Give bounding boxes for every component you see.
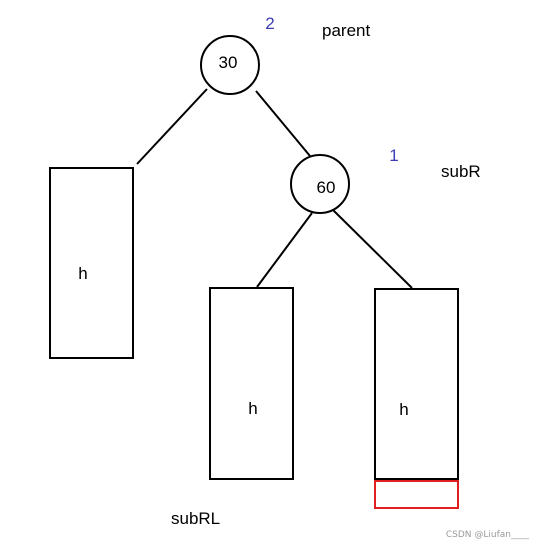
- right-subtree-height: h: [399, 400, 408, 419]
- parent-label: parent: [322, 21, 370, 40]
- edge-right-child-to-right-subtree: [332, 209, 413, 289]
- root-node: [200, 35, 260, 95]
- right-child-node-value: 60: [317, 178, 336, 197]
- root-balance-factor: 2: [265, 14, 274, 33]
- edge-root-to-left-subtree: [136, 88, 208, 165]
- subRL-label: subRL: [171, 509, 220, 528]
- edge-right-child-to-subRL: [256, 212, 313, 288]
- inserted-level-box: [374, 480, 459, 509]
- left-subtree-box: [49, 167, 134, 359]
- left-subtree-height: h: [78, 264, 87, 283]
- root-node-value: 30: [219, 53, 238, 72]
- watermark: CSDN @Liufan____: [446, 530, 530, 540]
- subR-label: subR: [441, 162, 481, 181]
- right-child-balance-factor: 1: [389, 146, 398, 165]
- right-child-node: [290, 154, 350, 214]
- edge-root-to-right-child: [255, 90, 311, 157]
- subRL-subtree-box: [209, 287, 294, 480]
- subRL-subtree-height: h: [248, 399, 257, 418]
- right-subtree-box: [374, 288, 459, 480]
